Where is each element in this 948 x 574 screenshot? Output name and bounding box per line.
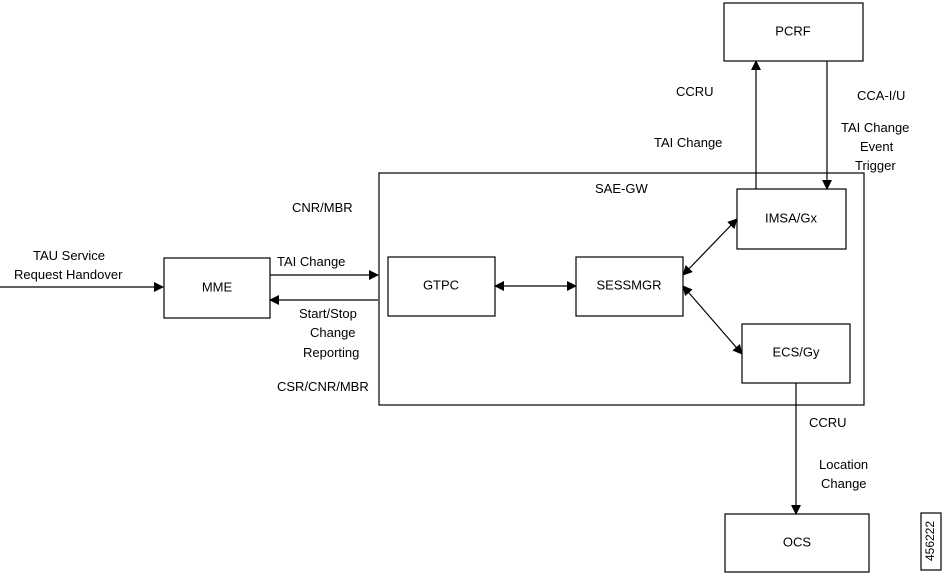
tau-label-line-1: TAU Service <box>33 248 105 263</box>
cnr-mbr-label: CNR/MBR <box>292 200 353 215</box>
gtpc-label: GTPC <box>423 277 459 292</box>
pcrf-box <box>723 2 864 62</box>
mme-label: MME <box>202 279 233 294</box>
location-change-label-line-1: Location <box>819 457 868 472</box>
ocs-box <box>724 513 870 573</box>
imsa-gx-label: IMSA/Gx <box>765 210 818 225</box>
cca-iu-label: CCA-I/U <box>857 88 905 103</box>
tai-trigger-label-line-2: Event <box>860 139 894 154</box>
ocs-label: OCS <box>783 534 812 549</box>
location-change-label-line-2: Change <box>821 476 867 491</box>
sae-gw-container <box>378 172 865 406</box>
tau-label-line-2: Request Handover <box>14 267 123 282</box>
pcrf-label: PCRF <box>775 23 810 38</box>
ccru-top-label: CCRU <box>676 84 714 99</box>
tai-change-top-label: TAI Change <box>654 135 722 150</box>
csr-cnr-mbr-label: CSR/CNR/MBR <box>277 379 369 394</box>
start-stop-label-line-1: Start/Stop <box>299 306 357 321</box>
tai-trigger-label-line-1: TAI Change <box>841 120 909 135</box>
sessmgr-ecs-arrow <box>682 285 743 355</box>
ecs-gy-label: ECS/Gy <box>773 344 820 359</box>
start-stop-label-line-3: Reporting <box>303 345 359 360</box>
figure-id-box <box>920 512 942 571</box>
sessmgr-label: SESSMGR <box>596 277 661 292</box>
ccru-bottom-label: CCRU <box>809 415 847 430</box>
sessmgr-imsa-arrow <box>682 218 738 276</box>
tai-trigger-label-line-3: Trigger <box>855 158 896 173</box>
sae-gw-label: SAE-GW <box>595 181 648 196</box>
mme-tai-change-label: TAI Change <box>277 254 345 269</box>
figure-id-text: 456222 <box>923 521 937 561</box>
mme-box <box>163 257 271 319</box>
start-stop-label-line-2: Change <box>310 325 356 340</box>
